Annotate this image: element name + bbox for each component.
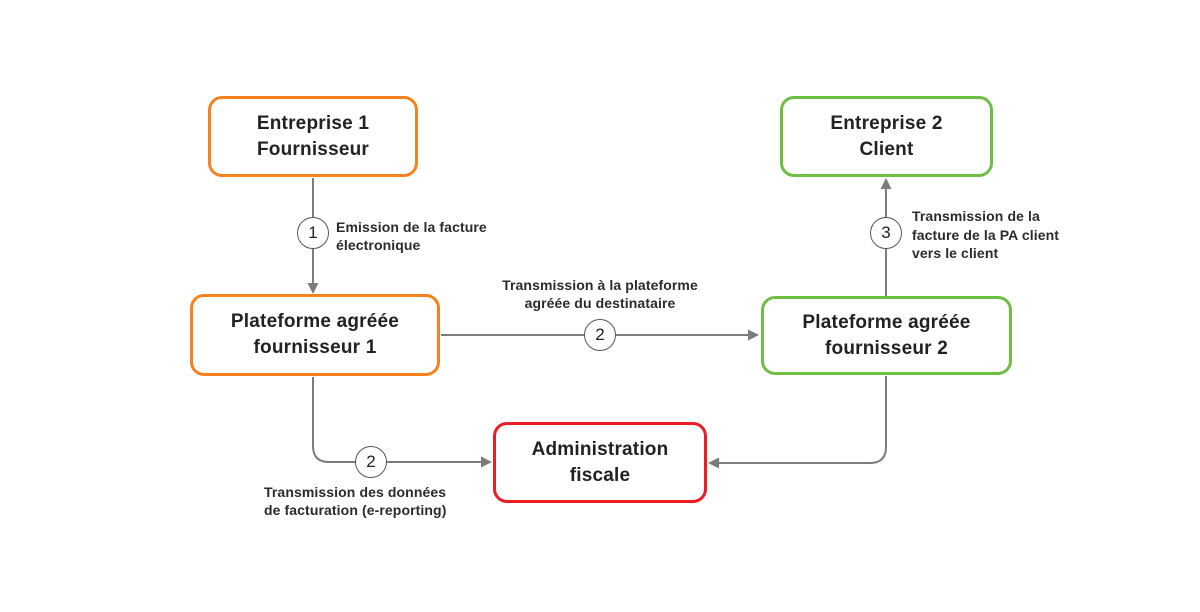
node-label-line: Entreprise 1 [256,112,370,134]
step-number: 1 [308,223,318,242]
step-number: 3 [881,223,891,242]
label-emission-facture: Emission de la facture électronique [336,219,487,253]
node-label-line: Client [859,138,914,160]
node-label-line: Entreprise 2 [830,112,943,134]
step-badge-2-transmission: 2 [584,319,616,351]
node-label-line: Plateforme agréée [802,311,971,333]
node-entreprise-2: Entreprise 2 Client [780,96,993,177]
node-plateforme-agreee-1: Plateforme agréée fournisseur 1 [190,294,440,376]
node-administration-fiscale: Administration fiscale [493,422,707,503]
arrow-ereporting-head [481,456,492,468]
step-badge-2-ereporting: 2 [355,446,387,478]
label-transmission-donnees-ereporting: Transmission des données de facturation … [264,484,447,518]
arrow-plateforme2-administration-line [718,376,887,464]
label-transmission-plateforme: Transmission à la plateforme agréée du d… [502,277,698,311]
arrow-ereporting-line [312,377,482,463]
arrow-facture-client-head [880,178,892,189]
step-badge-1: 1 [297,217,329,249]
node-label-line: fournisseur 2 [825,337,948,359]
arrow-plateforme2-administration-head [708,457,719,469]
label-transmission-facture-client: Transmission de la facture de la PA clie… [912,208,1060,261]
arrow-transmission-pa-head [748,329,759,341]
node-label-line: Plateforme agréée [230,311,400,332]
node-entreprise-1: Entreprise 1 Fournisseur [208,96,418,177]
node-plateforme-agreee-2: Plateforme agréée fournisseur 2 [761,296,1012,375]
node-label-line: Administration [531,438,669,460]
arrow-emission-head [307,283,319,294]
step-number: 2 [595,325,605,344]
step-badge-3: 3 [870,217,902,249]
node-label-line: fiscale [569,464,631,486]
node-label-line: Fournisseur [257,138,369,160]
node-label-line: fournisseur 1 [253,337,377,358]
step-number: 2 [366,452,376,471]
